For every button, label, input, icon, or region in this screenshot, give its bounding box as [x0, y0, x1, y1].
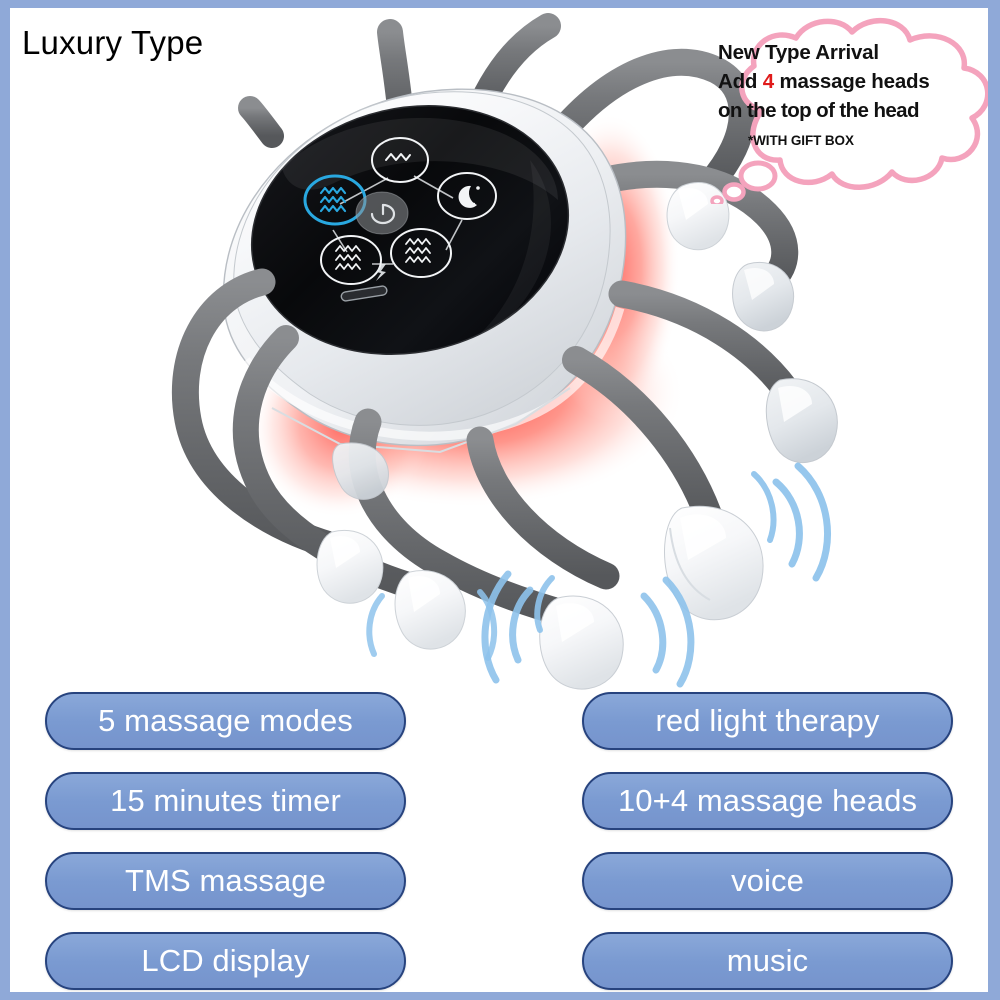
feature-pill-voice[interactable]: voice [582, 852, 953, 910]
lcd-display-screen[interactable] [227, 75, 594, 385]
promo-gift-note: *WITH GIFT BOX [748, 133, 854, 148]
feature-pill-red-light-therapy[interactable]: red light therapy [582, 692, 953, 750]
lightning-bolt-icon [376, 264, 386, 281]
feature-pill-timer[interactable]: 15 minutes timer [45, 772, 406, 830]
massage-head-under-body [332, 442, 389, 500]
speech-bubble-outline [710, 17, 988, 204]
feature-pill-music[interactable]: music [582, 932, 953, 990]
massage-head-far-right [765, 378, 838, 464]
promo-bubble-text: New Type Arrival Add 4 massage heads on … [718, 38, 988, 155]
feature-pill-massage-heads[interactable]: 10+4 massage heads [582, 772, 953, 830]
massage-head-center [539, 595, 624, 690]
feature-pill-grid: 5 massage modes 15 minutes timer TMS mas… [10, 680, 988, 992]
feature-pill-lcd-display[interactable]: LCD display [45, 932, 406, 990]
massage-head-right [664, 505, 764, 621]
feature-pill-tms-massage[interactable]: TMS massage [45, 852, 406, 910]
product-illustration [171, 13, 838, 690]
promo-line-1: New Type Arrival [718, 41, 879, 64]
mode-wave-top-icon[interactable] [371, 137, 429, 183]
promo-line-2-suffix: massage heads [773, 70, 930, 93]
image-canvas: Luxury Type [10, 8, 988, 992]
page-title: Luxury Type [22, 24, 204, 61]
massage-head-left-1 [316, 529, 384, 604]
promo-speech-bubble: New Type Arrival Add 4 massage heads on … [700, 14, 988, 204]
dash-indicator-icon [340, 285, 388, 302]
feature-pill-massage-modes[interactable]: 5 massage modes [45, 692, 406, 750]
massage-head-upper-right-2 [732, 262, 795, 332]
massager-arms-upper [238, 13, 799, 294]
moon-sleep-icon[interactable] [437, 172, 497, 220]
promo-line-2-prefix: Add [718, 70, 763, 93]
mode-wave-right-icon[interactable] [390, 228, 452, 278]
power-button-icon[interactable] [355, 191, 409, 235]
promo-highlight-count: 4 [762, 70, 774, 93]
vibration-waves [366, 462, 831, 688]
mode-wave-bottom-icon[interactable] [320, 235, 382, 285]
promo-line-3: on the top of the head [718, 99, 919, 122]
promo-line-2: Add 4 massage heads [718, 67, 988, 96]
massage-head-left-2 [394, 570, 466, 650]
